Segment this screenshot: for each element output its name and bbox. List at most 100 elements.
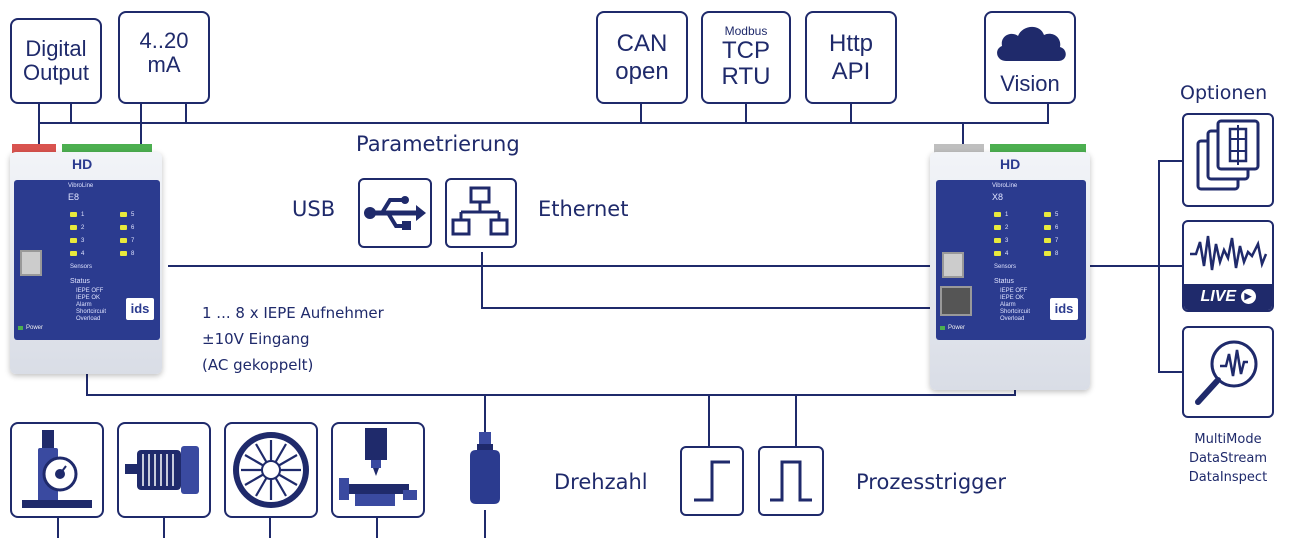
options-link-line (1090, 265, 1160, 267)
current-loop-box: 4..20 mA (118, 11, 210, 104)
step-drop-line (708, 394, 710, 446)
play-icon: ▶ (1240, 289, 1256, 305)
live-banner: LIVE ▶ (1184, 284, 1272, 310)
input-desc-1: 1 ... 8 x IEPE Aufnehmer (202, 304, 384, 322)
bottom-bus-left-drop (86, 372, 88, 396)
left-device-panel: VibroLine E8 1 2 3 4 5 6 7 8 Sensors Sta… (14, 180, 160, 340)
right-ids-logo: ids (1050, 298, 1078, 320)
pulse-drop-line (795, 394, 797, 446)
sensor-icon-wrapper (466, 432, 504, 512)
vision-connector (1047, 103, 1049, 124)
waveform-live-icon (1190, 235, 1268, 271)
right-terminal-grey (934, 144, 984, 153)
options-branch-2 (1158, 265, 1184, 267)
option-datastream: DataStream (1188, 451, 1268, 466)
magnifier-icon (1195, 340, 1258, 405)
pulse-signal-icon (770, 460, 812, 502)
bearing-leg (57, 518, 59, 538)
digital-output-line1: Digital (25, 36, 87, 61)
options-branch-3 (1158, 371, 1184, 373)
turbine-icon (233, 432, 309, 508)
vision-label: Vision (1000, 71, 1060, 96)
right-power-led (940, 326, 945, 330)
input-desc-3: (AC gekoppelt) (202, 356, 314, 374)
bearing-box (10, 422, 104, 518)
right-sensors: Sensors (994, 264, 1017, 270)
turbine-box (224, 422, 318, 518)
multimode-box (1182, 113, 1274, 207)
modbus-connector (745, 103, 747, 124)
vision-connector-right (962, 122, 964, 144)
left-hd-logo: HD (72, 156, 93, 172)
usb-icon-box (358, 178, 432, 248)
modbus-box: Modbus TCP RTU (701, 11, 791, 104)
usb-label: USB (292, 197, 336, 221)
modbus-line1: TCP (722, 37, 770, 64)
http-line2: API (831, 57, 871, 85)
optionen-label: Optionen (1180, 82, 1268, 104)
current-loop-line1: 4..20 (139, 28, 189, 53)
http-line1: Http (828, 29, 873, 57)
left-sensors: Sensors (70, 264, 93, 270)
bearing-icon (22, 430, 92, 508)
ethernet-icon-box (445, 178, 517, 248)
right-hd-logo: HD (1000, 156, 1021, 172)
drehzahl-label: Drehzahl (554, 470, 648, 494)
left-terminal-red (12, 144, 56, 153)
digital-output-connector (38, 103, 40, 145)
left-terminal-green (62, 144, 152, 153)
left-usb-port (20, 250, 42, 276)
turbine-leg (269, 518, 271, 538)
left-power-led (18, 326, 23, 330)
bottom-bus-line (86, 394, 1016, 396)
right-model: X8 (992, 192, 1004, 202)
machine-tool-leg (376, 518, 378, 538)
motor-leg (163, 518, 165, 538)
right-ethernet-port (940, 286, 972, 316)
pulse-signal-box (758, 446, 824, 516)
current-loop-line2: mA (147, 52, 181, 77)
datainspect-box (1182, 326, 1274, 418)
canopen-line1: CAN (616, 29, 668, 57)
right-terminal-green (990, 144, 1086, 153)
layers-icon (1196, 119, 1260, 191)
right-power-label: Power (948, 325, 966, 331)
left-model: E8 (68, 192, 80, 202)
option-multimode: MultiMode (1194, 432, 1262, 447)
accelerometer-icon (470, 432, 500, 504)
vision-box: Vision (984, 11, 1076, 104)
usb-link-line (168, 265, 940, 267)
machine-tool-box (331, 422, 425, 518)
ethernet-link-vertical (481, 252, 483, 309)
top-bus-line (38, 122, 964, 124)
parametrierung-label: Parametrierung (356, 132, 520, 156)
step-signal-box (680, 446, 744, 516)
current-loop-connector (140, 103, 142, 145)
usb-icon (364, 196, 426, 230)
canopen-box: CAN open (596, 11, 688, 104)
vision-connector-h (962, 122, 1049, 124)
canopen-line2: open (615, 57, 669, 85)
digital-output-line2: Output (22, 60, 90, 85)
modbus-label: Modbus (724, 24, 768, 38)
prozesstrigger-label: Prozesstrigger (856, 470, 1007, 494)
option-datainspect: DataInspect (1188, 470, 1268, 485)
machine-tool-icon (339, 428, 417, 506)
canopen-connector (640, 103, 642, 124)
left-power-label: Power (26, 325, 44, 331)
cloud-icon (997, 26, 1066, 62)
left-status: Status (70, 278, 90, 285)
http-api-box: Http API (805, 11, 897, 104)
right-status: Status (994, 278, 1014, 285)
sensor-drop-line (484, 394, 486, 434)
right-brand: VibroLine (992, 183, 1018, 189)
digital-output-connector-2 (70, 103, 72, 124)
input-desc-2: ±10V Eingang (202, 330, 310, 348)
http-connector (850, 103, 852, 124)
ethernet-link-line (481, 307, 941, 309)
left-ids-logo: ids (126, 298, 154, 320)
motor-icon (125, 446, 199, 494)
live-label: LIVE (1200, 288, 1237, 305)
datastream-box: LIVE ▶ (1182, 220, 1274, 312)
sensor-leg (484, 510, 486, 538)
